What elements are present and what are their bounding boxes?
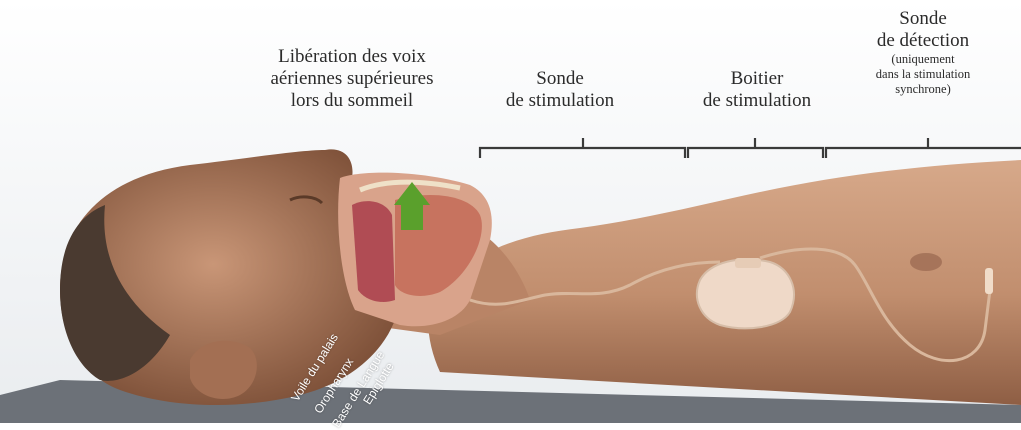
label-detection-probe: Sonde de détection (uniquement dans la s… (838, 8, 1008, 97)
nipple (910, 253, 942, 271)
label-line: Sonde (838, 8, 1008, 30)
label-line: de détection (838, 30, 1008, 52)
label-line: Libération des voix (222, 46, 482, 68)
label-stimulation-probe: Sonde de stimulation (480, 68, 640, 112)
airway-arrow-shaft (404, 205, 420, 227)
label-note-line: synchrone) (838, 82, 1008, 97)
label-note-line: dans la stimulation (838, 67, 1008, 82)
label-line: lors du sommeil (222, 90, 482, 112)
stimulation-box-connector (735, 258, 761, 268)
detection-probe-tip (985, 268, 993, 294)
stimulation-box (697, 259, 794, 328)
label-note-line: (uniquement (838, 52, 1008, 67)
label-line: Sonde (480, 68, 640, 90)
label-stimulation-box: Boitier de stimulation (682, 68, 832, 112)
label-line: de stimulation (682, 90, 832, 112)
label-line: de stimulation (480, 90, 640, 112)
label-airway-release: Libération des voix aériennes supérieure… (222, 46, 482, 112)
pharynx (352, 201, 395, 302)
label-line: Boitier (682, 68, 832, 90)
label-line: aériennes supérieures (222, 68, 482, 90)
